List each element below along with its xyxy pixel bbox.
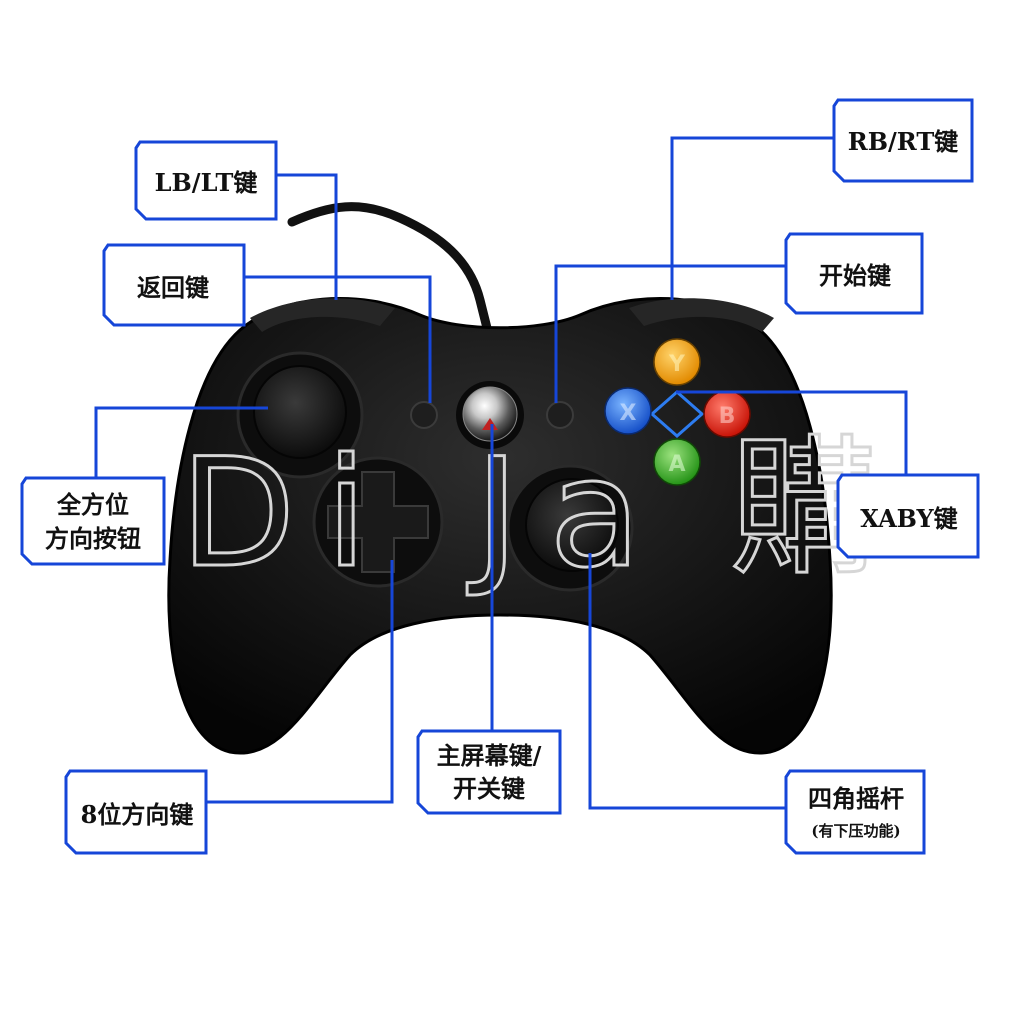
back-button: [410, 401, 438, 429]
leader-xaby: [676, 390, 908, 475]
leader-rb-rt: [670, 136, 834, 300]
callout-right-stick: 四角摇杆 (有下压功能): [784, 769, 926, 855]
watermark-latin: Di Ja: [180, 427, 671, 601]
leader-right-stick: [588, 553, 786, 810]
callout-xaby: XABY键: [836, 473, 980, 559]
callout-dpad-text: 8位方向键: [81, 800, 194, 829]
chrome-guide-button-icon: [456, 381, 524, 449]
button-a-label: A: [668, 452, 685, 477]
button-y-label: Y: [668, 352, 686, 377]
face-buttons: Y X B A: [604, 338, 751, 486]
watermark: Di Ja 購: [179, 421, 882, 603]
button-x-icon: [604, 387, 652, 435]
face-button-diamond: [649, 390, 705, 438]
callout-lb-lt-text: LB/LT键: [155, 168, 258, 197]
start-button: [546, 401, 574, 429]
callout-back-text: 返回键: [137, 273, 209, 302]
callout-right-stick-text-2: (有下压功能): [811, 822, 900, 840]
dpad: [312, 456, 444, 588]
leader-lines: [94, 136, 908, 810]
button-y-icon: [653, 338, 701, 386]
callout-home-text-2: 开关键: [453, 774, 525, 803]
leader-back: [244, 275, 432, 403]
callout-right-stick-text-1: 四角摇杆: [808, 784, 904, 813]
callout-rb-rt: RB/RT键: [832, 98, 974, 183]
callout-left-stick-text-2: 方向按钮: [45, 524, 141, 553]
callout-home-text-1: 主屏幕键/: [437, 741, 542, 770]
leader-start: [554, 264, 786, 403]
callout-start: 开始键: [784, 232, 924, 315]
dpad-cross-icon: [327, 471, 429, 573]
button-x-label: X: [620, 401, 637, 426]
leader-lb-lt: [276, 173, 338, 300]
leader-left-stick: [94, 406, 268, 478]
callout-lb-lt: LB/LT键: [134, 140, 278, 221]
button-a-icon: [653, 438, 701, 486]
callout-home: 主屏幕键/ 开关键: [416, 729, 562, 815]
callout-xaby-text: XABY键: [860, 504, 957, 533]
callout-start-text: 开始键: [819, 261, 891, 290]
left-analog-stick: [236, 351, 364, 479]
right-analog-stick: [506, 464, 634, 592]
callout-left-stick-text-1: 全方位: [56, 490, 129, 519]
callout-back: 返回键: [102, 243, 246, 327]
controller-cable: [287, 202, 495, 345]
callout-dpad: 8位方向键: [64, 769, 208, 855]
button-b-label: B: [719, 404, 736, 429]
callout-rb-rt-text: RB/RT键: [848, 127, 958, 156]
callout-left-stick: 全方位 方向按钮: [20, 476, 166, 566]
leader-dpad: [206, 560, 394, 804]
callouts: LB/LT键 返回键 全方位 方向按钮 8位方向键 主屏幕键/ 开关键 四角摇杆…: [20, 98, 980, 855]
